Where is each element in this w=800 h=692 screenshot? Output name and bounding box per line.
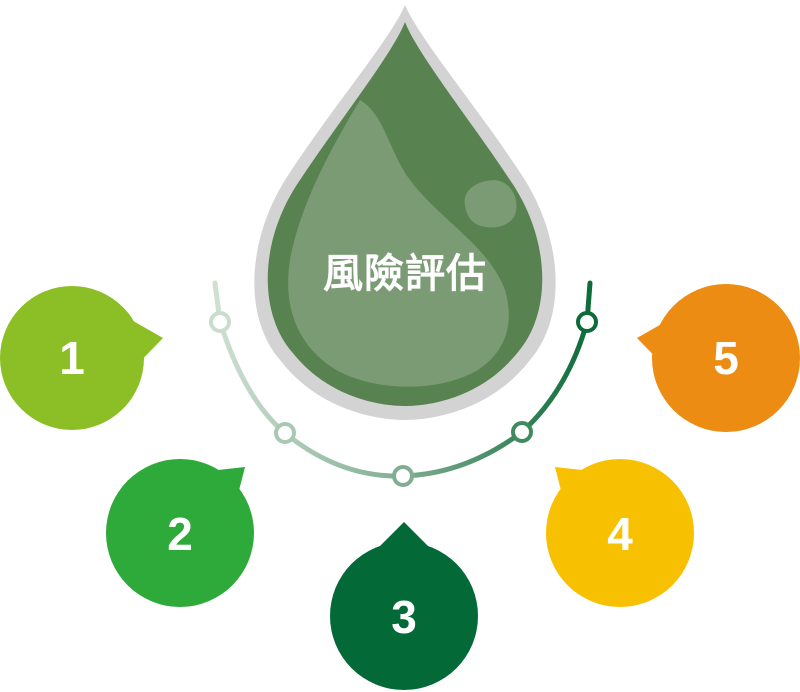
arc-node-4	[511, 421, 533, 443]
step-circle-1	[0, 286, 144, 430]
step-circle-3	[330, 542, 478, 690]
step-pointer-3	[376, 522, 432, 550]
step-label-4: 4	[607, 508, 633, 560]
arc-node-3	[392, 465, 414, 487]
step-circle-5	[652, 284, 800, 432]
timeline-arc	[209, 280, 598, 487]
drop-shine	[464, 180, 517, 228]
step-bubble-2: 2	[106, 459, 254, 607]
step-label-3: 3	[391, 591, 417, 643]
arc-node-1	[209, 311, 231, 333]
step-label-2: 2	[167, 508, 193, 560]
step-bubble-4: 4	[546, 459, 694, 607]
step-pointer-4	[555, 467, 600, 510]
arc-node-5	[576, 311, 598, 333]
drop-shape: 風險評估	[254, 5, 556, 420]
arc-node-2	[274, 422, 296, 444]
step-circle-4	[546, 459, 694, 607]
step-label-5: 5	[713, 332, 739, 384]
step-pointer-5	[637, 318, 672, 370]
step-pointer-1	[128, 318, 163, 370]
drop-title: 風險評估	[323, 251, 487, 297]
step-pointer-2	[200, 467, 245, 510]
step-circle-2	[106, 459, 254, 607]
step-bubble-5: 5	[637, 284, 800, 432]
step-label-1: 1	[59, 332, 85, 384]
drop-highlight	[288, 100, 509, 387]
step-bubble-1: 1	[0, 286, 163, 430]
step-bubble-3: 3	[330, 522, 478, 690]
